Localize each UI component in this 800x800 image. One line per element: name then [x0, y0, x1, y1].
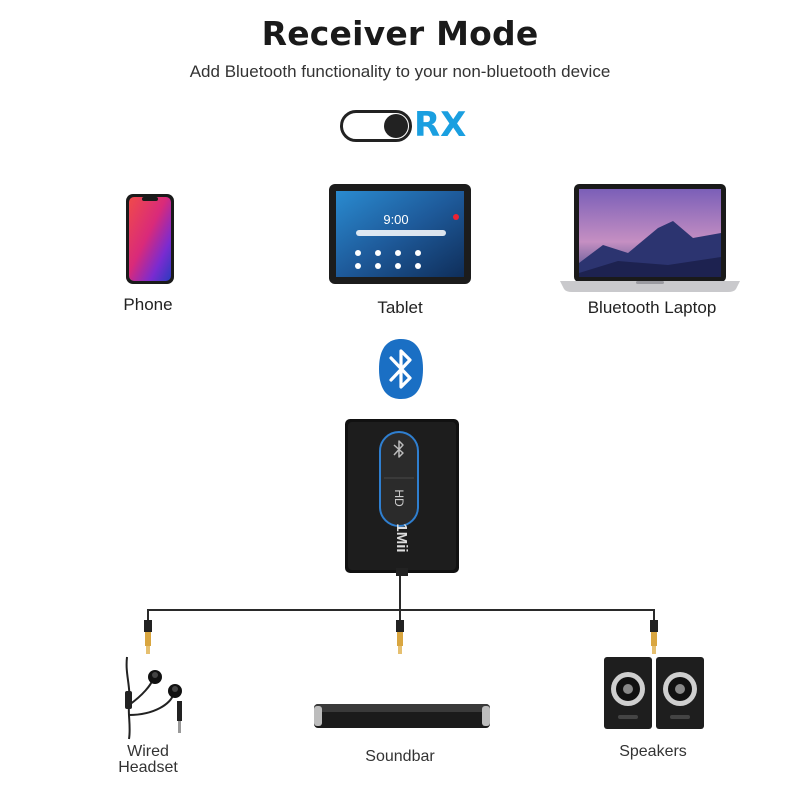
receiver-device: HD 1Mii [345, 419, 459, 576]
headset-label-line1: Wired [127, 743, 169, 760]
tablet-icon: 9:00 [329, 184, 471, 284]
speakers-label: Speakers [619, 743, 687, 760]
tablet-clock: 9:00 [383, 212, 408, 227]
mode-label: RX [414, 105, 467, 145]
toggle-knob [384, 114, 408, 138]
speakers-icon [604, 657, 704, 729]
receiver-hd-label: HD [392, 489, 406, 507]
phone-label: Phone [123, 295, 173, 314]
jack-plug-right [650, 620, 658, 654]
page-title: Receiver Mode [261, 14, 539, 53]
headset-label-line2: Headset [118, 759, 178, 776]
jack-plug-middle [396, 620, 404, 654]
laptop-label: Bluetooth Laptop [587, 298, 717, 317]
soundbar-icon [314, 704, 490, 728]
phone-icon [126, 194, 174, 284]
soundbar-label: Soundbar [365, 748, 435, 765]
headset-label: Wired Headset [110, 744, 186, 776]
mode-toggle[interactable] [340, 110, 412, 142]
headset-icon [125, 656, 182, 740]
bluetooth-icon [379, 339, 423, 399]
tablet-label: Tablet [377, 298, 423, 317]
jack-plug-left [144, 620, 152, 654]
laptop-icon [560, 184, 740, 292]
receiver-brand: 1Mii [393, 523, 410, 552]
page-subtitle: Add Bluetooth functionality to your non-… [189, 62, 611, 81]
